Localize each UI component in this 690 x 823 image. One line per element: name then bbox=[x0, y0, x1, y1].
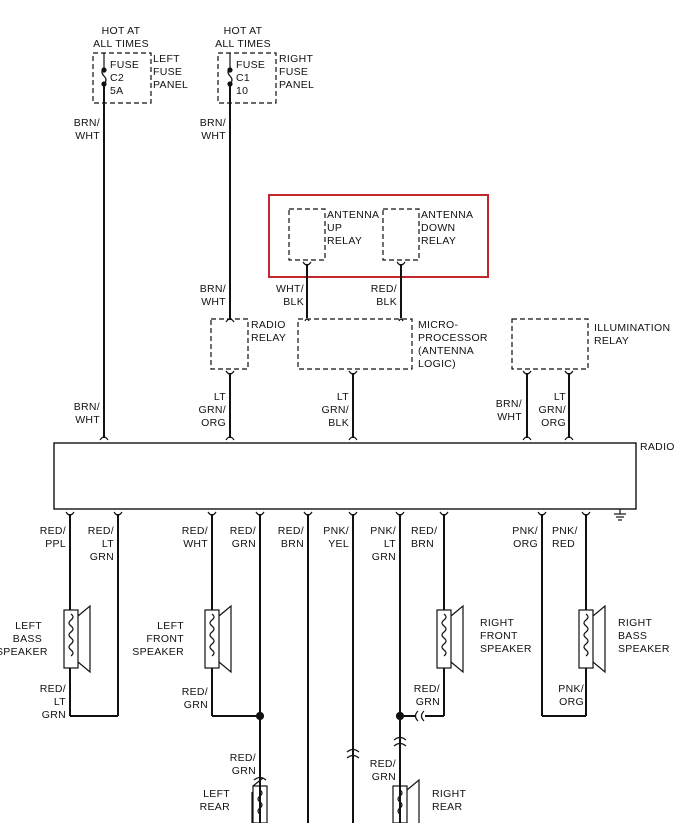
wire-label-lr-top: RED/ GRN bbox=[229, 752, 256, 777]
radio-relay-label: RADIO RELAY bbox=[251, 319, 287, 344]
speaker-left-rear bbox=[251, 777, 268, 823]
antenna-relay-highlight bbox=[268, 194, 489, 278]
right-fuse-label: FUSE C1 10 bbox=[236, 59, 266, 97]
speaker-right-bass bbox=[578, 604, 606, 674]
microprocessor bbox=[297, 318, 413, 441]
antenna-down-relay-label: ANTENNA DOWN RELAY bbox=[421, 209, 474, 247]
wire-right-feed bbox=[225, 86, 235, 323]
wire-label-micro-out: LT GRN/ BLK bbox=[321, 391, 349, 429]
wire-label-illum-1: BRN/ WHT bbox=[495, 398, 522, 423]
right-fuse bbox=[217, 52, 277, 104]
radio-unit bbox=[53, 442, 637, 521]
left-rear-speaker-label: LEFT REAR bbox=[199, 788, 230, 813]
wire-label-up-relay: WHT/ BLK bbox=[275, 283, 304, 308]
right-rear-speaker-label: RIGHT REAR bbox=[432, 788, 467, 813]
wire-label-radio-relay-out: LT GRN/ ORG bbox=[198, 391, 226, 429]
illumination-relay bbox=[511, 318, 589, 441]
wire-label-radio-relay-in: BRN/ WHT bbox=[199, 283, 226, 308]
wire-label-lf-bottom: RED/ GRN bbox=[181, 686, 208, 711]
wire-left-feed bbox=[99, 86, 109, 441]
wire-label-b8: RED/ BRN bbox=[411, 525, 438, 550]
radio-relay bbox=[210, 318, 249, 441]
left-front-speaker-label: LEFT FRONT SPEAKER bbox=[132, 620, 184, 658]
wire-label-b7: PNK/ LT GRN bbox=[370, 525, 396, 563]
illumination-relay-label: ILLUMINATION RELAY bbox=[594, 322, 671, 347]
wire-label-down-relay: RED/ BLK bbox=[370, 283, 397, 308]
antenna-up-relay bbox=[288, 208, 326, 318]
wire-label-b3: RED/ WHT bbox=[181, 525, 208, 550]
wire-label-b5: RED/ BRN bbox=[277, 525, 304, 550]
wire-label-right-fuse: BRN/ WHT bbox=[199, 117, 226, 142]
left-fuse-label: FUSE C2 5A bbox=[110, 59, 140, 97]
left-bass-speaker-label: LEFT BASS SPEAKER bbox=[0, 620, 48, 658]
radio-label: RADIO bbox=[640, 441, 675, 453]
speaker-right-rear bbox=[392, 778, 420, 823]
wire-label-b9: PNK/ ORG bbox=[512, 525, 538, 550]
speaker-right-front bbox=[436, 604, 464, 674]
speaker-left-front bbox=[204, 604, 232, 674]
right-fuse-hot-label: HOT AT ALL TIMES bbox=[215, 25, 271, 50]
right-bass-speaker-label: RIGHT BASS SPEAKER bbox=[618, 617, 670, 655]
right-front-speaker-label: RIGHT FRONT SPEAKER bbox=[480, 617, 532, 655]
left-fuse-panel-label: LEFT FUSE PANEL bbox=[153, 53, 189, 91]
wire-label-b4: RED/ GRN bbox=[229, 525, 256, 550]
wire-label-b2: RED/ LT GRN bbox=[87, 525, 114, 563]
wire-label-rb-bottom: PNK/ ORG bbox=[558, 683, 584, 708]
wire-label-left-fuse: BRN/ WHT bbox=[73, 117, 100, 142]
wire-label-rf-bottom: RED/ GRN bbox=[413, 683, 440, 708]
wire-label-b6: PNK/ YEL bbox=[323, 525, 349, 550]
wire-label-b1: RED/ PPL bbox=[39, 525, 66, 550]
speaker-left-bass bbox=[63, 604, 91, 674]
right-fuse-panel-label: RIGHT FUSE PANEL bbox=[279, 53, 315, 91]
left-fuse-hot-label: HOT AT ALL TIMES bbox=[93, 25, 149, 50]
microprocessor-label: MICRO- PROCESSOR (ANTENNA LOGIC) bbox=[418, 319, 488, 370]
wire-label-radio-left: BRN/ WHT bbox=[73, 401, 100, 426]
wire-label-b10: PNK/ RED bbox=[552, 525, 578, 550]
antenna-down-relay bbox=[382, 208, 420, 318]
wire-label-illum-2: LT GRN/ ORG bbox=[538, 391, 566, 429]
wire-label-rr-top: RED/ GRN bbox=[369, 758, 396, 783]
bottom-wires bbox=[65, 511, 591, 823]
splice-right bbox=[395, 711, 405, 721]
antenna-up-relay-label: ANTENNA UP RELAY bbox=[327, 209, 380, 247]
splice-left bbox=[255, 711, 265, 721]
connector-symbols bbox=[253, 710, 425, 781]
wire-label-lb-bottom: RED/ LT GRN bbox=[39, 683, 66, 721]
left-fuse bbox=[92, 52, 152, 104]
